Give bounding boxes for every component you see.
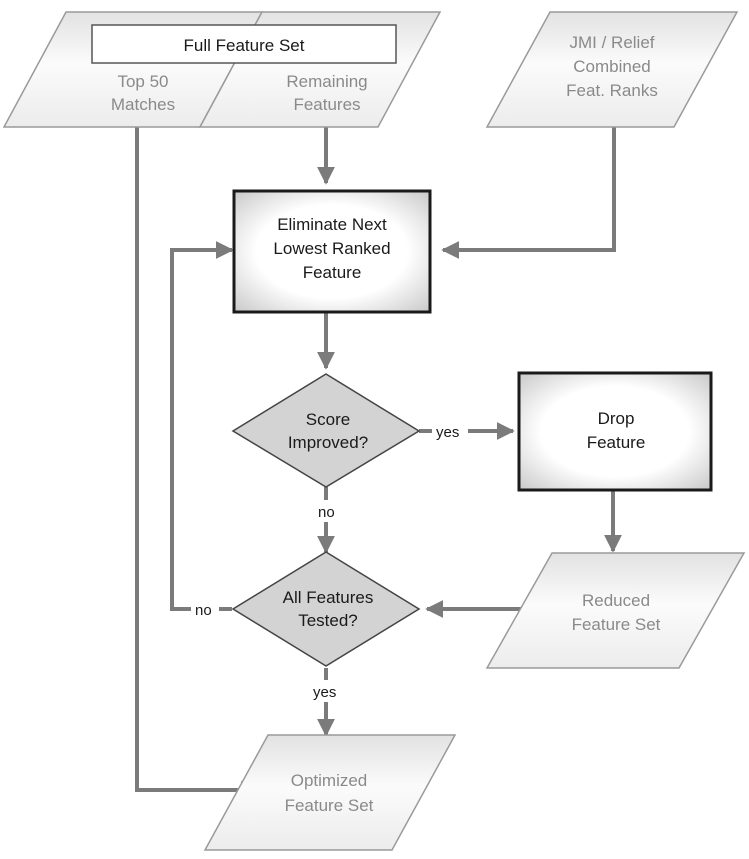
yes1-label-bg bbox=[432, 421, 468, 441]
parallelogram-reduced bbox=[485, 552, 746, 669]
yes2-label: yes bbox=[313, 684, 336, 701]
yes1-label: yes bbox=[436, 424, 459, 441]
drop-box bbox=[517, 371, 713, 492]
full-feature-set-box bbox=[91, 24, 397, 64]
score-diamond bbox=[231, 373, 421, 488]
arrow-alltested-no-loop bbox=[170, 241, 234, 611]
no1-label-bg bbox=[314, 500, 342, 522]
arrow-jmi-to-eliminate bbox=[441, 127, 616, 259]
no2-label-bg bbox=[191, 600, 219, 620]
yes2-label-bg bbox=[310, 680, 346, 702]
full-feature-set-label: Full Feature Set bbox=[184, 36, 305, 55]
no2-label: no bbox=[195, 602, 212, 619]
arrow-top50-to-optimized bbox=[135, 127, 259, 799]
no1-label: no bbox=[318, 504, 335, 521]
parallelogram-jmi bbox=[485, 11, 739, 128]
parallelogram-optimized bbox=[203, 734, 457, 851]
alltested-diamond bbox=[231, 551, 421, 667]
eliminate-box bbox=[232, 189, 432, 314]
